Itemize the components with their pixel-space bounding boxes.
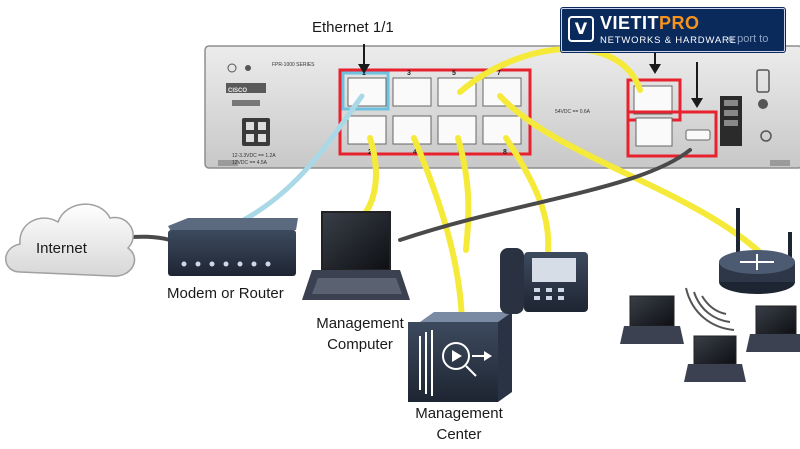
ethernet-1-1-highlight bbox=[341, 71, 390, 111]
management-computer-label: Management Computer bbox=[316, 315, 404, 353]
port-number-label: 4 bbox=[413, 149, 417, 156]
modem-router-label: Modem or Router bbox=[167, 285, 284, 302]
ethernet-ports bbox=[347, 77, 522, 145]
wireless-signal-icon bbox=[685, 287, 735, 331]
vietitpro-logo-icon: V bbox=[568, 16, 594, 42]
internet-label: Internet bbox=[36, 240, 87, 257]
power-panel bbox=[226, 63, 270, 146]
series-label: FPR-1000 SERIES bbox=[272, 62, 315, 68]
data-ports-highlight bbox=[338, 68, 532, 156]
watermark-brand-main: VIETIT bbox=[600, 13, 660, 33]
watermark-overlap-text: e port to bbox=[728, 33, 769, 45]
modem-router-device bbox=[168, 218, 298, 276]
watermark-brand-accent: PRO bbox=[659, 13, 700, 33]
port-number-label: 2 bbox=[368, 149, 372, 156]
management-center-label: Management Center bbox=[415, 405, 503, 443]
cisco-logo-text: CISCO bbox=[228, 88, 247, 94]
wireless-router-icon bbox=[719, 208, 795, 294]
ethernet-1-1-label: Ethernet 1/1 bbox=[312, 19, 394, 36]
watermark-brand: VIETITPRO bbox=[600, 13, 700, 34]
firewall-chassis: FPR-1000 SERIES CISCO 12-3.3VDC == 1.2A … bbox=[204, 40, 800, 169]
console-usb-highlight bbox=[626, 110, 718, 158]
port-number-label: 7 bbox=[497, 70, 501, 77]
laptop-icon bbox=[302, 211, 410, 300]
management-center-icon bbox=[408, 312, 512, 402]
watermark-tagline: NETWORKS & HARDWARE bbox=[600, 35, 737, 46]
power-rating-1: 12-3.3VDC == 1.2A bbox=[232, 153, 276, 159]
vietitpro-watermark: V VIETITPRO NETWORKS & HARDWARE e port t… bbox=[561, 8, 785, 52]
poe-rating: 54VDC == 0.6A bbox=[555, 109, 591, 115]
ip-phone-icon bbox=[500, 248, 588, 314]
power-rating-2: 12VDC == 4.5A bbox=[232, 160, 268, 166]
port-number-label: 3 bbox=[407, 70, 411, 77]
wireless-client-laptops bbox=[620, 295, 800, 382]
port-number-label: 8 bbox=[503, 149, 507, 156]
internet-cloud bbox=[5, 203, 136, 277]
port-number-label: 5 bbox=[452, 70, 456, 77]
